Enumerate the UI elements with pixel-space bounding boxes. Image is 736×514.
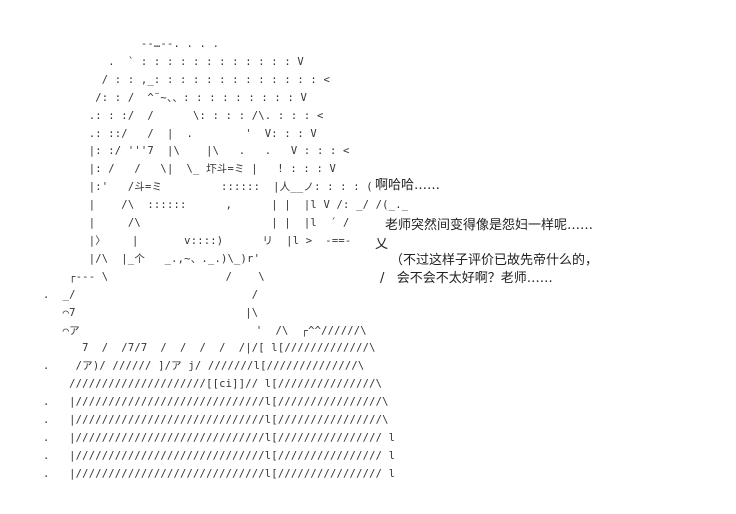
art-line: .: : :/ / \: : : : /\. : : : < bbox=[30, 109, 324, 122]
art-line: |:' /斗=ミ :::::: |人__ノ: : : : ( bbox=[30, 181, 373, 194]
art-line: |/\ |_个 _.,~、._.)\_)r' bbox=[30, 252, 261, 265]
art-line: . _/ / bbox=[30, 288, 259, 301]
art-line: 7 / /7/7 / / / / /|/[ l[/////////////\ bbox=[30, 342, 376, 355]
dialogue-line-laugh: 啊哈哈…… bbox=[375, 178, 441, 193]
art-line: -‐…‐-. . . . bbox=[30, 38, 220, 50]
ascii-art-figure: -‐…‐-. . . . . ` : : : : : : : : : : : :… bbox=[30, 36, 408, 484]
art-line: . |/////////////////////////////l[//////… bbox=[30, 431, 396, 444]
art-line: . |/////////////////////////////l[//////… bbox=[30, 449, 396, 462]
art-line: . /ア)/ ////// ]/ア j/ ///////l[//////////… bbox=[30, 360, 365, 373]
dialogue-line-aside-2: / 会不会不太好啊？老师…… bbox=[380, 271, 553, 286]
art-line: /////////////////////[[ci]]// l[////////… bbox=[30, 378, 383, 391]
art-line: |: / / \| \_ 圷斗=ミ | ! : : : V bbox=[30, 163, 337, 176]
art-line: |〉 | v::::) リ |l > ‐==‐ bbox=[30, 234, 352, 247]
art-line: . |/////////////////////////////l[//////… bbox=[30, 467, 396, 480]
art-line: . |/////////////////////////////l[//////… bbox=[30, 396, 389, 409]
dialogue-line-teacher: 老师突然间变得像是怨妇一样呢…… bbox=[385, 218, 594, 233]
art-line: | /\ :::::: , | | |l V /: _/ /(_._ bbox=[30, 199, 409, 212]
art-line: |: :/ '''7 |\ |\ . . V : : : < bbox=[30, 145, 350, 158]
dialogue-line-aside-1: （不过这样子评价已故先帝什么的， bbox=[390, 253, 599, 268]
art-line: / : : ,_: : : : : : : : : : : : : < bbox=[30, 73, 330, 86]
art-line: /: : / ^¨~、、: : : : : : : : : V bbox=[30, 91, 308, 104]
art-fragment-yi: 乂 bbox=[375, 237, 389, 252]
art-line: . ` : : : : : : : : : : : : V bbox=[30, 55, 304, 68]
art-line: .: ::/ / | . ' V: : : V bbox=[30, 127, 317, 140]
art-line: ⌒ア ' /\ ┌^^//////\ bbox=[30, 324, 367, 337]
art-line: ┌‐‐‐ \ / \ bbox=[30, 270, 265, 283]
art-line: | /\ | | |l ´ / bbox=[30, 217, 350, 230]
art-line: ⌒7 |\ bbox=[30, 306, 259, 319]
art-line: . |/////////////////////////////l[//////… bbox=[30, 414, 389, 427]
